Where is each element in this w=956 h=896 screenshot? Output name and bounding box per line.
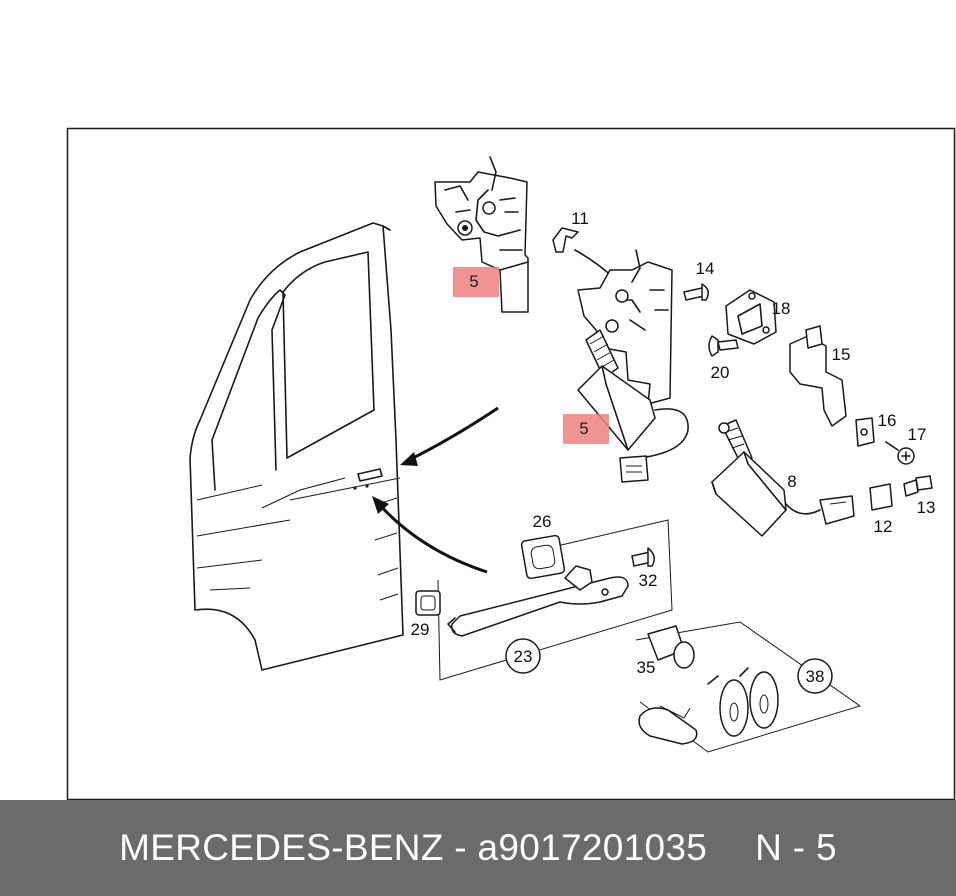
- callout-14: 14: [696, 259, 715, 278]
- outer-handle-assembly: [415, 519, 673, 681]
- callout-38: 38: [806, 667, 825, 686]
- screw-17: [885, 441, 915, 465]
- callout-12: 12: [874, 517, 893, 536]
- clip-16: [855, 417, 875, 447]
- callout-26: 26: [533, 512, 552, 531]
- callout-35: 35: [637, 658, 656, 677]
- bracket-15: [789, 325, 847, 427]
- connector-12: [869, 483, 893, 511]
- callout-circle-23: [505, 638, 541, 674]
- callout-13: 13: [917, 498, 936, 517]
- diagram-frame: [66, 127, 956, 800]
- assembly-arrows: [372, 406, 499, 574]
- callout-18: 18: [772, 299, 791, 318]
- parts-diagram: 5 5 11 14 18 15 20 16 17 8 13 12 26 32 2…: [66, 127, 956, 800]
- highlight-box-upper: [453, 267, 499, 297]
- striker-plate-18: [725, 289, 777, 345]
- callout-17: 17: [908, 425, 927, 444]
- central-locking-actuator-8: [711, 419, 855, 537]
- callout-8: 8: [787, 472, 796, 491]
- callout-16: 16: [878, 411, 897, 430]
- callout-15: 15: [832, 345, 851, 364]
- footer-banner: MERCEDES-BENZ - a9017201035 N - 5: [0, 800, 956, 896]
- door-panel: [189, 222, 404, 671]
- screw-14: [683, 283, 709, 301]
- callout-11: 11: [571, 209, 589, 228]
- brand-part-number: MERCEDES-BENZ - a9017201035: [119, 827, 708, 868]
- screw-20: [708, 335, 739, 357]
- lock-cylinder-set: [635, 621, 862, 753]
- callout-29: 29: [411, 620, 430, 639]
- callout-20: 20: [711, 363, 730, 382]
- callout-circle-38: [797, 658, 833, 694]
- highlight-label-lower: 5: [579, 419, 588, 438]
- callout-32: 32: [639, 571, 658, 590]
- lower-door-lock: [577, 249, 689, 483]
- diagram-position: N - 5: [755, 827, 837, 868]
- upper-door-lock: [434, 156, 529, 313]
- connector-13: [903, 475, 933, 497]
- callout-23: 23: [514, 647, 533, 666]
- highlight-label-upper: 5: [469, 272, 478, 291]
- highlight-box-lower: [563, 414, 609, 444]
